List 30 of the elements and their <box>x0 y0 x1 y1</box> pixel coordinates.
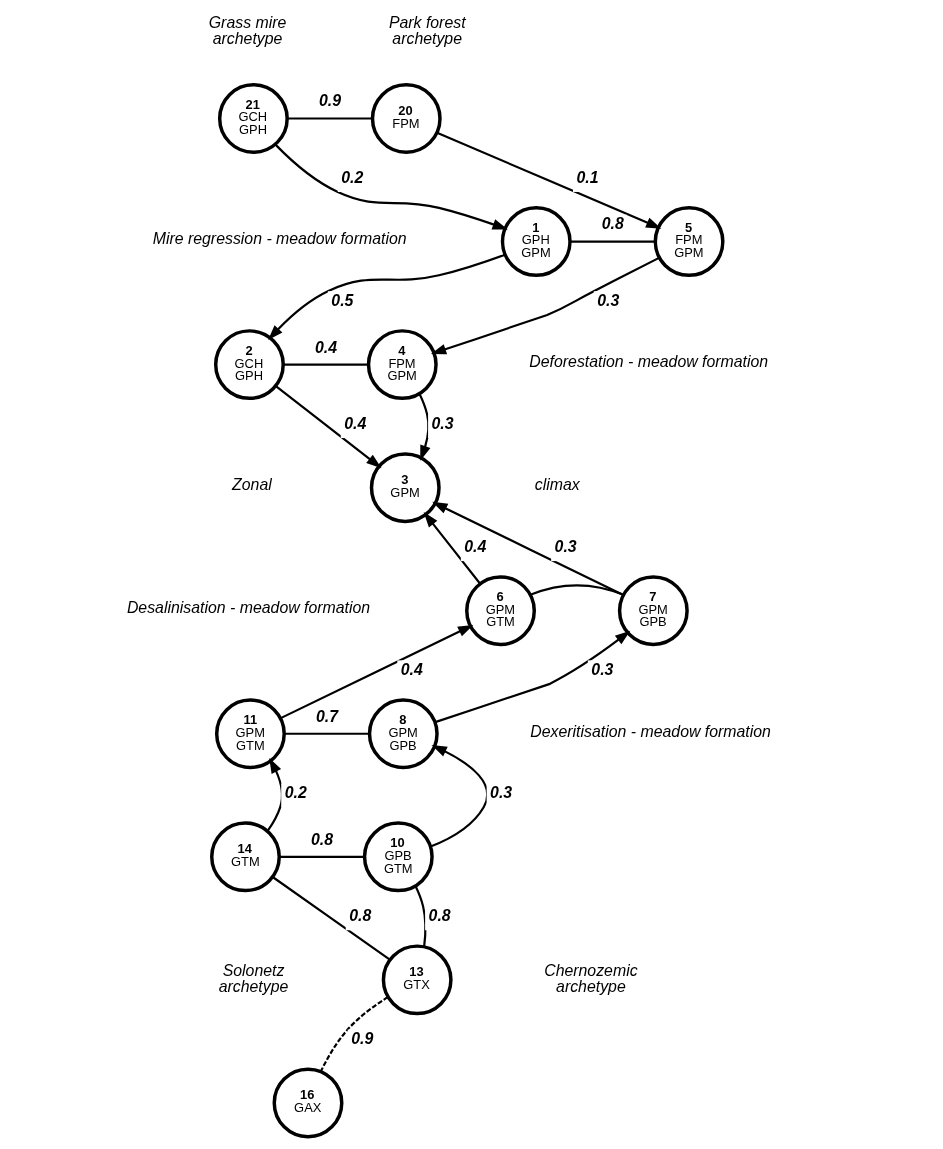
label: Zonal <box>232 476 272 494</box>
edge-label: 0.1 <box>576 168 599 186</box>
label: Chernozemic archetype <box>544 961 638 995</box>
edge-label: 0.2 <box>341 168 364 186</box>
edge-label: 0.3 <box>591 661 614 679</box>
edge-label: 0.8 <box>349 907 372 925</box>
edge-label: 0.3 <box>490 784 513 802</box>
label: Deforestation - meadow formation <box>529 353 769 371</box>
edge-label: 0.8 <box>601 215 624 233</box>
edge-label: 0.5 <box>331 291 354 309</box>
label: Desalinisation - meadow formation <box>126 599 371 617</box>
edge-label: 0.2 <box>284 784 307 802</box>
edge-label: 0.8 <box>428 907 451 925</box>
label: Park forest archetype <box>388 14 466 47</box>
edge-label: 0.9 <box>351 1030 374 1048</box>
label: Dexeritisation - meadow formation <box>530 722 771 740</box>
label: Grass mire archetype <box>208 14 287 47</box>
edge-label: 0.4 <box>314 338 337 356</box>
label: Solonetz archetype <box>218 961 289 995</box>
edge-label: 0.3 <box>431 414 454 432</box>
edge-label: 0.4 <box>464 537 487 555</box>
edge-label: 0.3 <box>597 291 620 309</box>
edge-label: 0.9 <box>318 92 341 110</box>
label: climax <box>534 476 580 494</box>
edge-label: 0.4 <box>344 414 367 432</box>
edge-label: 0.3 <box>554 537 577 555</box>
edge-label: 0.8 <box>310 830 334 848</box>
label: Mire regression - meadow formation <box>152 230 407 248</box>
edge-label: 0.4 <box>400 661 423 679</box>
edge-label: 0.7 <box>315 707 338 725</box>
